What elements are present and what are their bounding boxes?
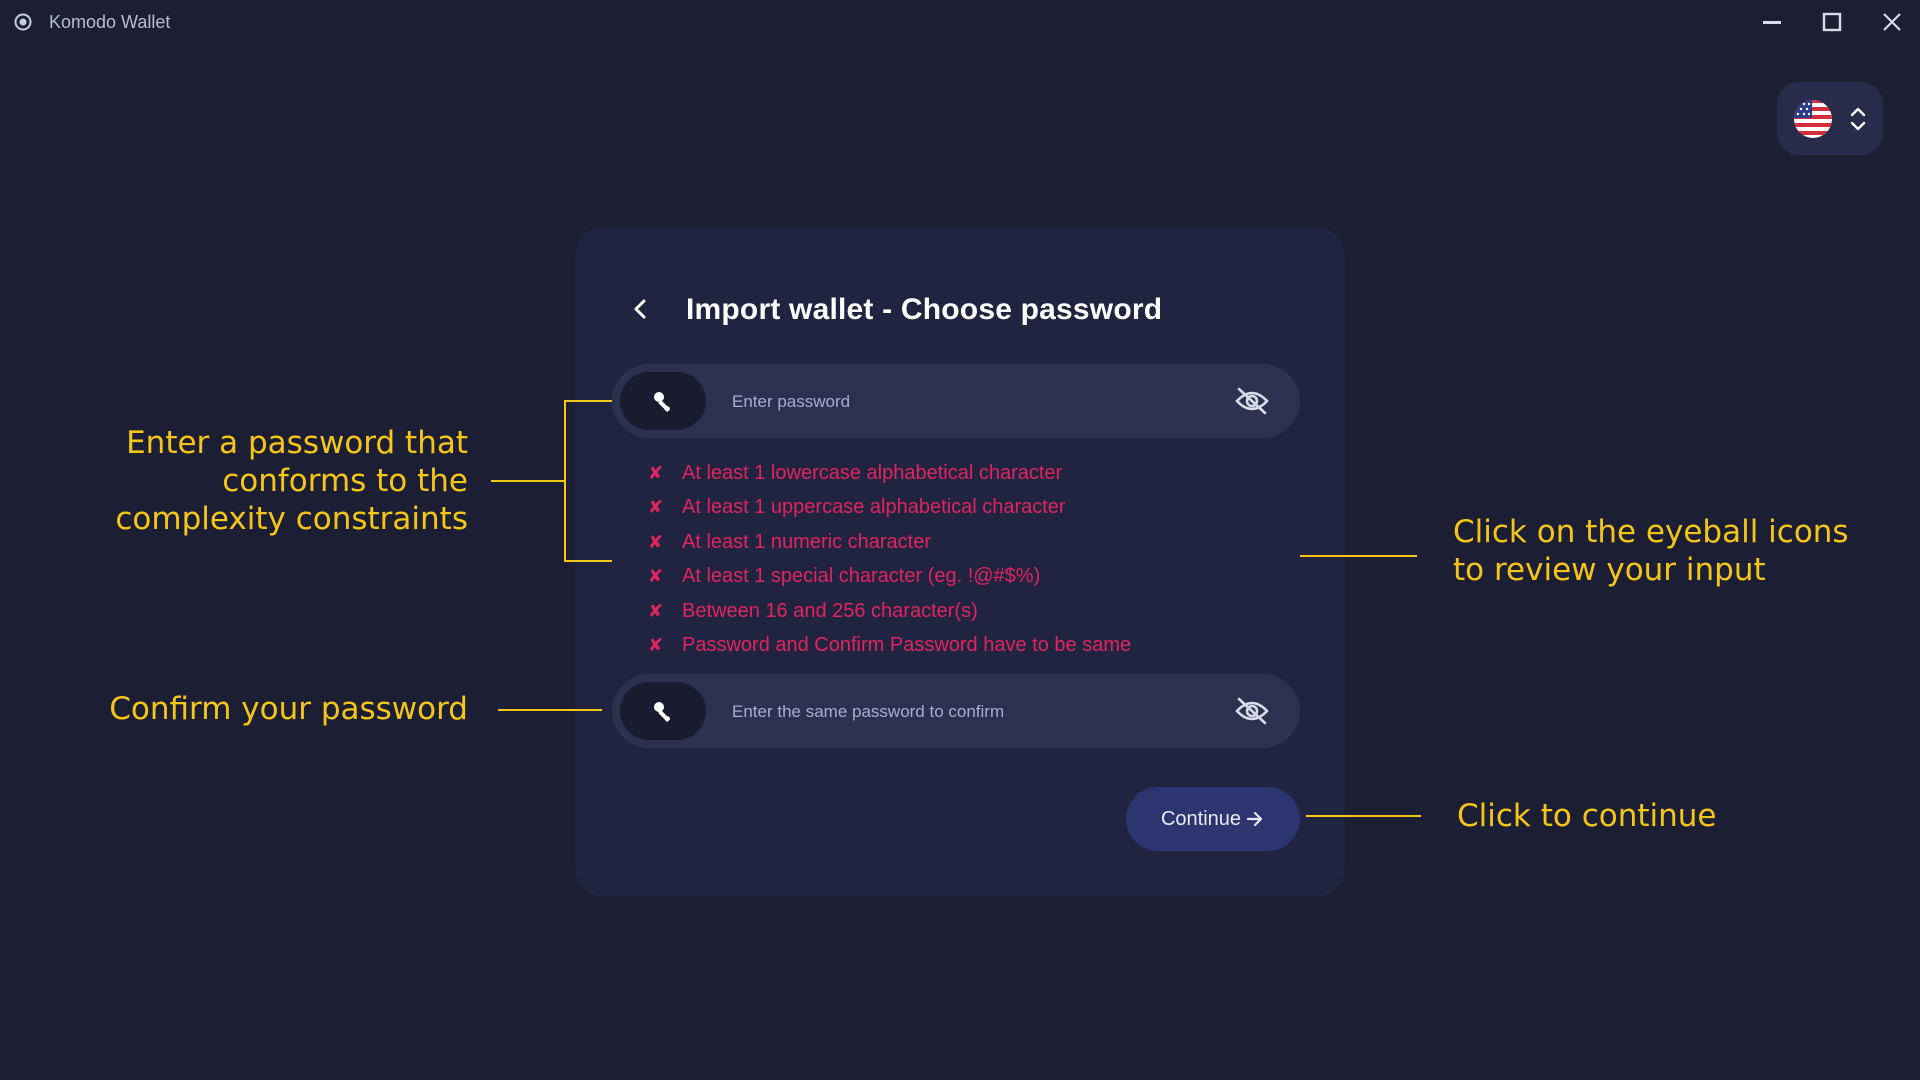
maximize-button[interactable] bbox=[1817, 9, 1847, 35]
rule-length: ✘Between 16 and 256 character(s) bbox=[648, 599, 978, 622]
annotation-password: Enter a password that conforms to the co… bbox=[115, 425, 468, 537]
password-card bbox=[575, 228, 1345, 896]
language-selector[interactable] bbox=[1777, 82, 1883, 155]
komodo-logo-icon bbox=[14, 13, 32, 31]
close-button[interactable] bbox=[1877, 9, 1907, 35]
window-title: Komodo Wallet bbox=[49, 12, 171, 32]
key-badge bbox=[620, 682, 706, 740]
rule-uppercase: ✘At least 1 uppercase alphabetical chara… bbox=[648, 496, 1066, 519]
close-icon bbox=[1883, 13, 1901, 31]
rule-lowercase: ✘At least 1 lowercase alphabetical chara… bbox=[648, 461, 1063, 484]
fail-mark-icon: ✘ bbox=[648, 600, 664, 621]
chevron-updown-icon bbox=[1850, 107, 1866, 131]
back-button[interactable] bbox=[624, 292, 658, 326]
confirm-visibility-toggle[interactable] bbox=[1234, 696, 1270, 726]
annotation-bracket-bottom bbox=[564, 560, 612, 562]
password-field bbox=[612, 364, 1300, 438]
us-flag-icon bbox=[1794, 100, 1832, 138]
minimize-button[interactable] bbox=[1757, 9, 1787, 35]
arrow-right-icon bbox=[1246, 811, 1263, 827]
annotation-connector bbox=[1306, 815, 1421, 817]
rule-numeric: ✘At least 1 numeric character bbox=[648, 530, 931, 553]
fail-mark-icon: ✘ bbox=[648, 635, 664, 656]
eye-off-icon bbox=[1235, 697, 1269, 725]
fail-mark-icon: ✘ bbox=[648, 531, 664, 552]
fail-mark-icon: ✘ bbox=[648, 462, 664, 483]
password-visibility-toggle[interactable] bbox=[1234, 386, 1270, 416]
continue-button[interactable]: Continue bbox=[1126, 787, 1300, 851]
annotation-connector bbox=[498, 709, 602, 711]
chevron-left-icon bbox=[634, 299, 646, 319]
fail-mark-icon: ✘ bbox=[648, 497, 664, 518]
fail-mark-icon: ✘ bbox=[648, 566, 664, 587]
confirm-password-input[interactable] bbox=[730, 692, 1214, 732]
key-icon bbox=[654, 392, 671, 413]
minimize-icon bbox=[1763, 21, 1781, 24]
annotation-connector bbox=[1300, 555, 1417, 557]
rule-special: ✘At least 1 special character (eg. !@#$%… bbox=[648, 565, 1041, 588]
annotation-bracket-top bbox=[564, 400, 612, 402]
maximize-icon bbox=[1822, 12, 1842, 32]
password-input[interactable] bbox=[730, 382, 1214, 422]
annotation-connector bbox=[491, 480, 565, 482]
annotation-confirm: Confirm your password bbox=[109, 691, 468, 727]
confirm-password-field bbox=[612, 674, 1300, 748]
annotation-continue: Click to continue bbox=[1457, 798, 1717, 834]
rule-match: ✘Password and Confirm Password have to b… bbox=[648, 634, 1132, 657]
key-icon bbox=[654, 702, 671, 723]
continue-label: Continue bbox=[1160, 807, 1242, 830]
key-badge bbox=[620, 372, 706, 430]
annotation-bracket bbox=[564, 400, 566, 562]
annotation-eyeball: Click on the eyeball icons to review you… bbox=[1453, 514, 1849, 588]
page-title: Import wallet - Choose password bbox=[686, 293, 1163, 326]
eye-off-icon bbox=[1235, 387, 1269, 415]
title-bar: Komodo Wallet bbox=[0, 0, 1920, 44]
password-rules-list: ✘At least 1 lowercase alphabetical chara… bbox=[648, 456, 1131, 663]
